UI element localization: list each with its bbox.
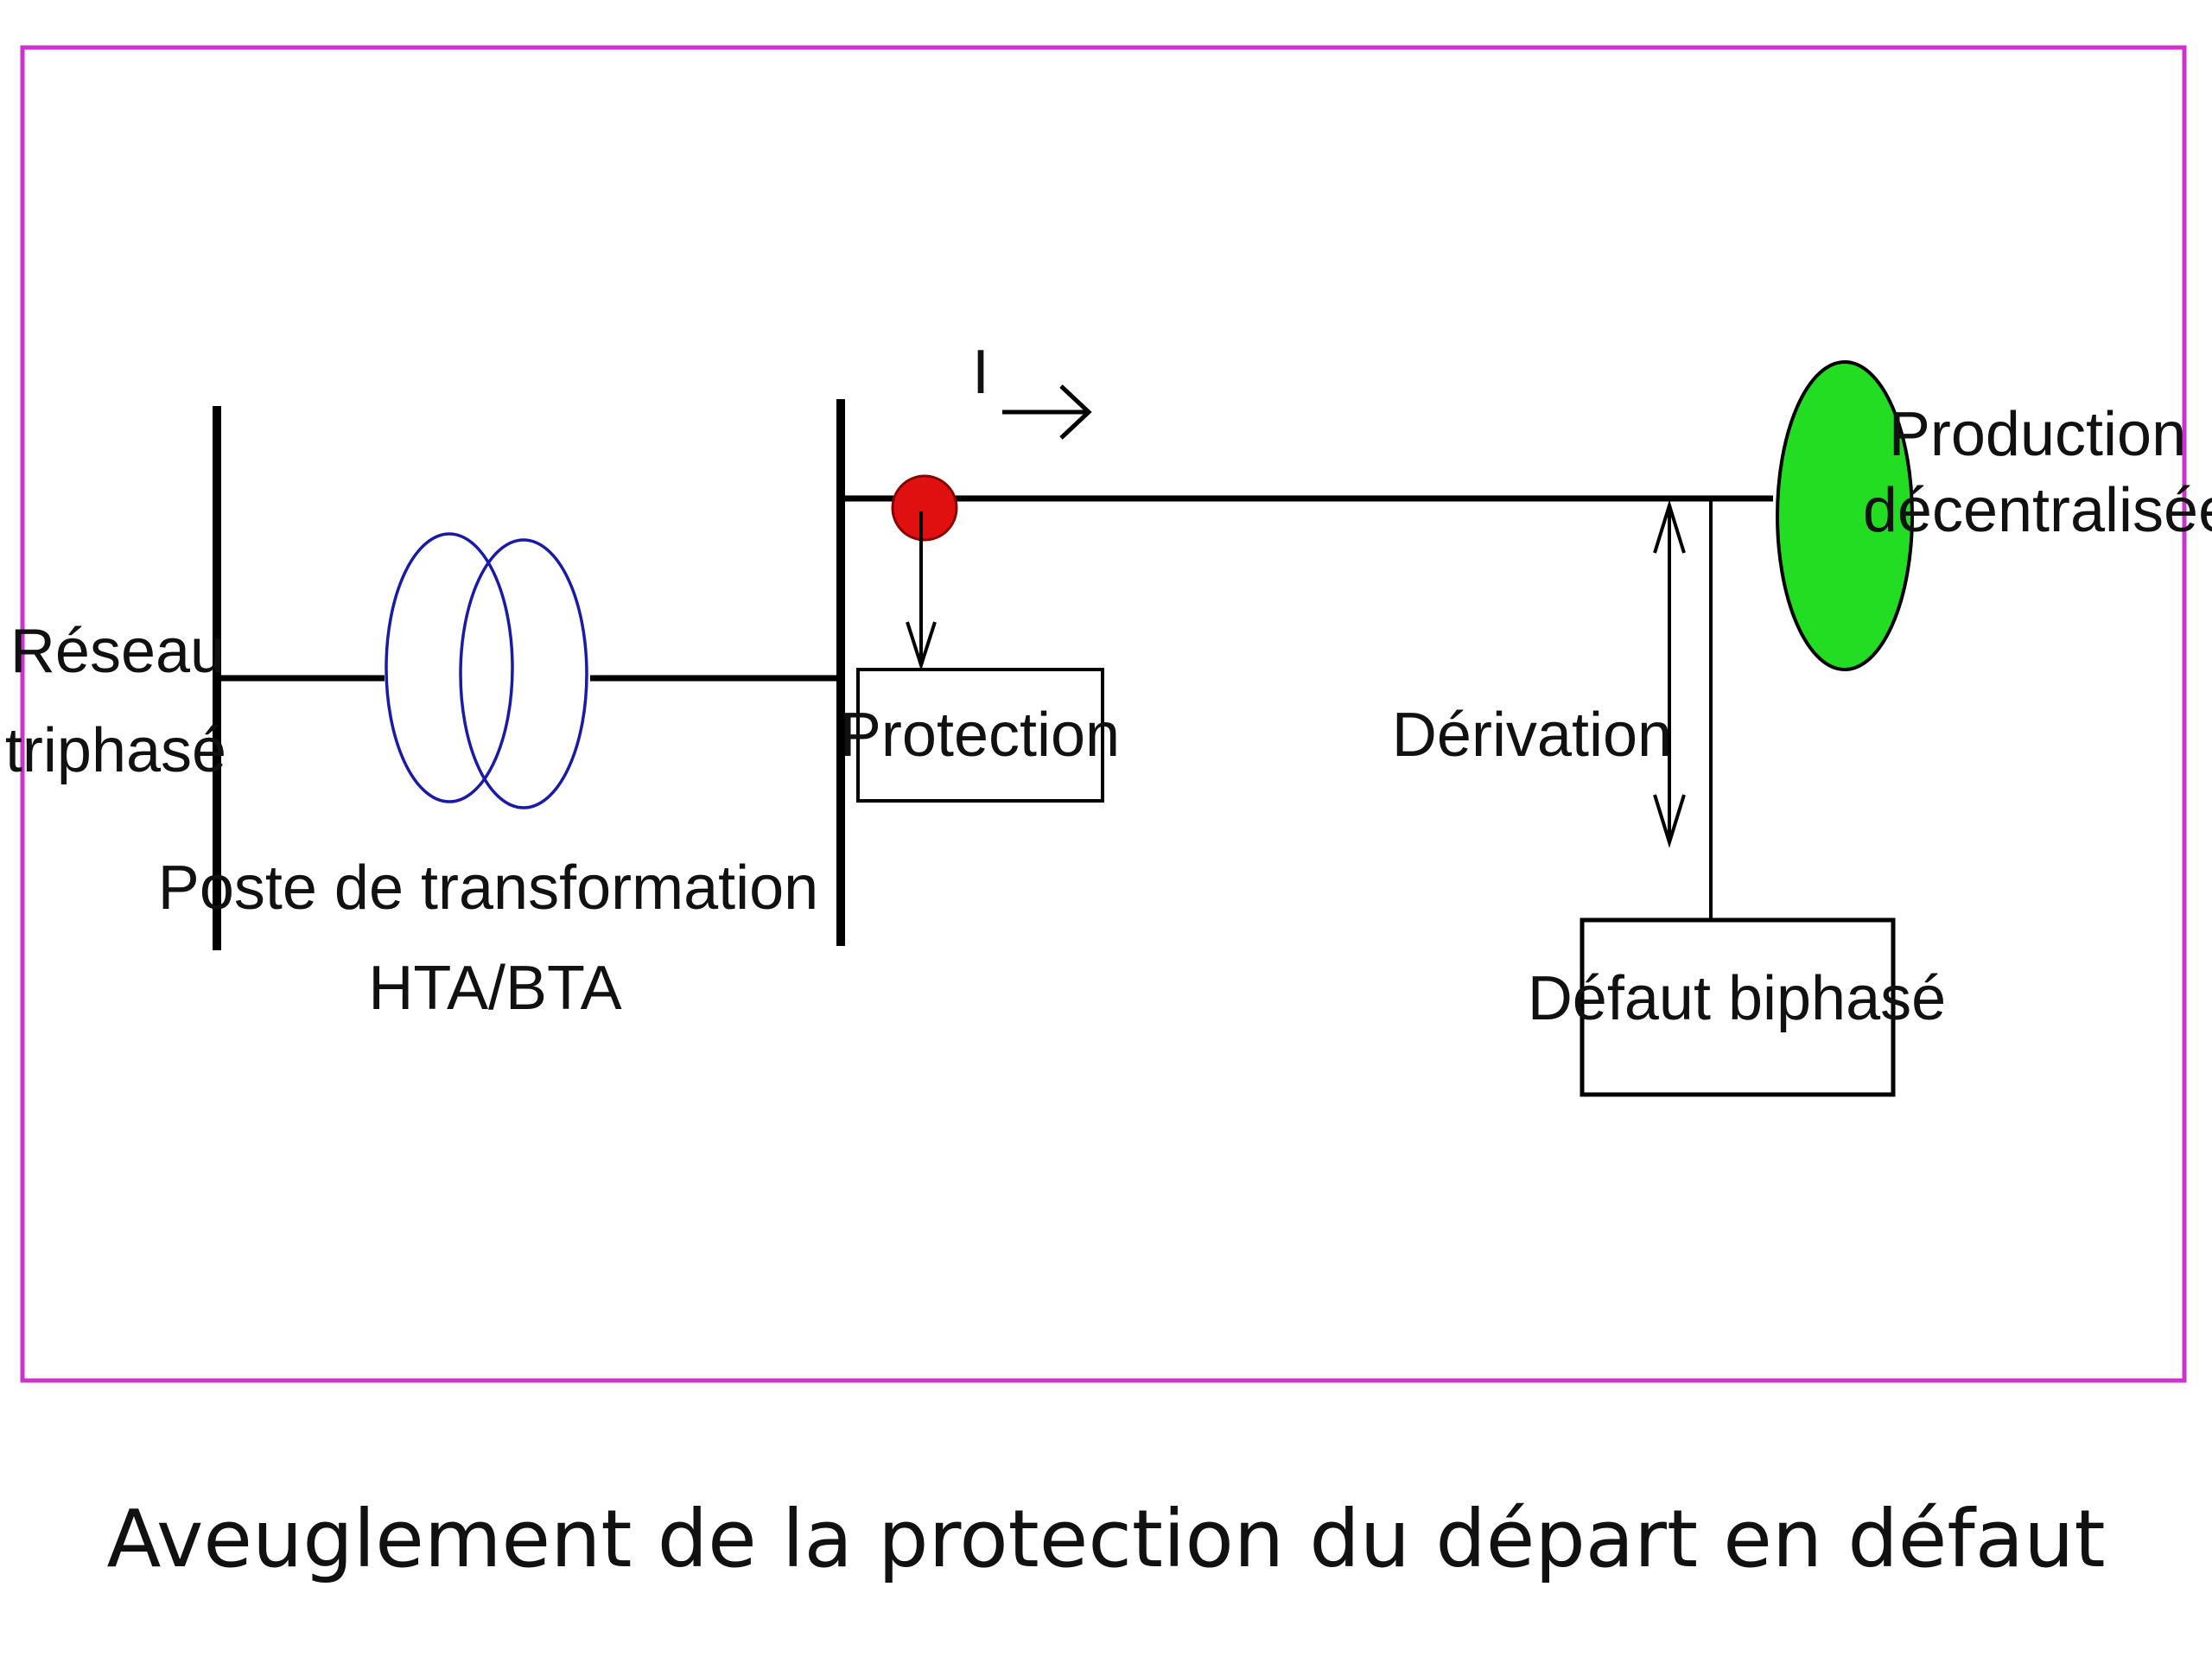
- current-direction-arrow-icon: [1002, 384, 1092, 440]
- production-label-line2: décentralisée: [1863, 476, 2212, 545]
- slide-caption: Aveuglement de la protection du départ e…: [106, 1493, 2106, 1585]
- network-label-line1: Réseau: [10, 617, 225, 686]
- protection-relay-dot: [891, 474, 958, 542]
- current-label: I: [972, 338, 989, 407]
- fault-box: [1580, 917, 1896, 1097]
- protection-label: Protection: [840, 701, 1120, 770]
- diagram-frame: [20, 45, 2187, 1383]
- transformer-primary-coil-icon: [385, 532, 514, 803]
- protection-box: [856, 668, 1104, 803]
- derivation-double-arrow-icon: [1653, 499, 1686, 848]
- production-label-line1: Production: [1889, 400, 2186, 469]
- network-label-line2: triphasé: [5, 716, 226, 785]
- fault-label: Défaut biphasé: [1528, 964, 1946, 1033]
- transformer-secondary-coil-icon: [459, 538, 588, 809]
- derivation-label: Dérivation: [1392, 701, 1672, 770]
- relay-arrow-head-icon: [906, 621, 937, 671]
- substation-label-line2: HTA/BTA: [368, 954, 621, 1023]
- decentralized-generator-icon: [1776, 360, 1914, 671]
- substation-label-line1: Poste de transformation: [158, 854, 818, 923]
